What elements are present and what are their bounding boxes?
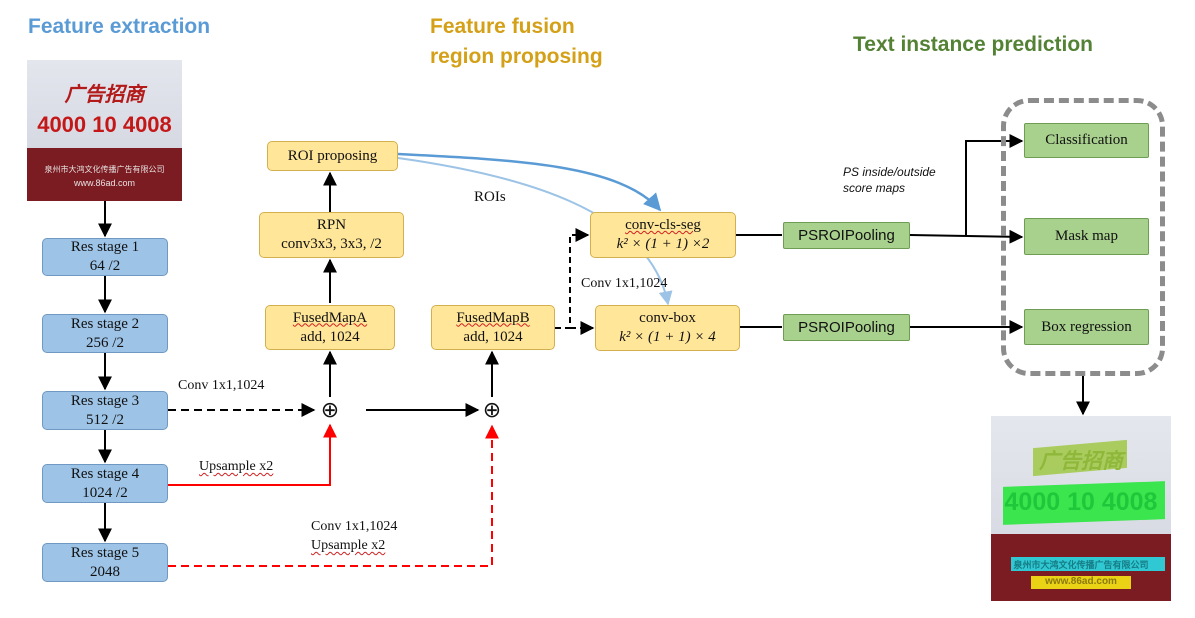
- input-image-line1: 广告招商: [64, 84, 145, 106]
- roi-proposing-box: ROI proposing: [267, 141, 398, 171]
- res-stage-2-detail: 256 /2: [86, 334, 124, 351]
- label-rois: ROIs: [474, 189, 506, 205]
- psroipooling-top-box: PSROIPooling: [783, 222, 910, 249]
- res-stage-1-name: Res stage 1: [70, 239, 140, 255]
- res-stage-1-detail: 64 /2: [89, 258, 121, 274]
- res-stage-3: Res stage 3 512 /2: [42, 391, 168, 430]
- fusedmapa-box-line1: FusedMapA: [292, 309, 368, 326]
- res-stage-4-detail: 1024 /2: [82, 484, 128, 501]
- fusedmapb-box-line2: add, 1024: [463, 328, 523, 345]
- fusedmapb-box: FusedMapB add, 1024: [431, 305, 555, 350]
- conv-box-line2: k² × (1 + 1) × 4: [619, 329, 716, 345]
- label-conv-res3: Conv 1x1,1024: [178, 378, 265, 393]
- res-stage-2: Res stage 2 256 /2: [42, 314, 168, 353]
- arrow-fusedmapb-to-conv-cls-seg: [555, 228, 590, 329]
- arrow-res4-to-oplus-a: [168, 423, 337, 486]
- res-stage-4: Res stage 4 1024 /2: [42, 464, 168, 503]
- feature-fusion-title-line1: Feature fusion: [430, 15, 575, 38]
- feature-fusion-title: Feature fusion region proposing: [430, 12, 603, 72]
- fusedmapa-box-line2: add, 1024: [300, 328, 360, 345]
- res-stage-3-detail: 512 /2: [86, 411, 124, 428]
- label-upsample-res5: Upsample x2: [311, 538, 386, 553]
- feature-extraction-title: Feature extraction: [28, 15, 211, 38]
- output-image-line1: 广告招商: [1039, 450, 1123, 473]
- conv-cls-seg-box: conv-cls-seg k² × (1 + 1) ×2: [590, 212, 736, 258]
- arrow-roi-to-conv-box: [397, 157, 673, 306]
- conv-box-box: conv-box k² × (1 + 1) × 4: [595, 305, 740, 351]
- label-conv-res5: Conv 1x1,1024: [311, 519, 398, 534]
- label-upsample-res4: Upsample x2: [199, 459, 274, 474]
- input-image: 广告招商 4000 10 4008 泉州市大鸿文化传播广告有限公司 www.86…: [27, 60, 182, 201]
- mask-map-box: Mask map: [1024, 218, 1149, 255]
- conv-cls-seg-line2: k² × (1 + 1) ×2: [616, 236, 710, 252]
- rpn-box-line1: RPN: [316, 217, 347, 233]
- res-stage-3-name: Res stage 3: [70, 392, 140, 409]
- prediction-group-frame: [1001, 98, 1165, 376]
- output-image-line3: 泉州市大鸿文化传播广告有限公司: [1013, 560, 1149, 570]
- fusedmapa-box: FusedMapA add, 1024: [265, 305, 395, 350]
- mask-overlay-line4: [1031, 576, 1131, 589]
- arrow-res5-to-oplus-b: [168, 424, 499, 567]
- rpn-box-line2: conv3x3, 3x3, /2: [281, 236, 382, 252]
- text-instance-prediction-title: Text instance prediction: [853, 33, 1093, 56]
- conv-box-line1: conv-box: [639, 310, 696, 326]
- feature-fusion-title-line2: region proposing: [430, 45, 603, 68]
- input-image-line4: www.86ad.com: [73, 178, 136, 188]
- res-stage-4-name: Res stage 4: [70, 465, 140, 482]
- oplus-a-icon: ⊕: [320, 397, 340, 423]
- box-regression-box: Box regression: [1024, 309, 1149, 345]
- classification-box: Classification: [1024, 123, 1149, 158]
- res-stage-1: Res stage 1 64 /2: [42, 238, 168, 276]
- psroipooling-bottom-box: PSROIPooling: [783, 314, 910, 341]
- rpn-box: RPN conv3x3, 3x3, /2: [259, 212, 404, 258]
- arrow-roi-to-conv-cls-seg: [397, 152, 662, 212]
- oplus-b-icon: ⊕: [482, 397, 502, 423]
- input-image-line3: 泉州市大鸿文化传播广告有限公司: [44, 165, 165, 174]
- conv-cls-seg-line1: conv-cls-seg: [625, 217, 701, 233]
- res-stage-2-name: Res stage 2: [70, 315, 140, 332]
- label-ps-maps-line1: PS inside/outside: [843, 165, 936, 179]
- label-ps-maps-line2: score maps: [843, 181, 906, 195]
- label-conv-fused-b: Conv 1x1,1024: [581, 276, 668, 291]
- input-image-line2: 4000 10 4008: [37, 112, 172, 137]
- res-stage-5-name: Res stage 5: [70, 544, 140, 561]
- output-image: 广告招商 4000 10 4008 泉州市大鸿文化传播广告有限公司 www.86…: [991, 416, 1171, 601]
- res-stage-5-detail: 2048: [90, 563, 120, 580]
- fusedmapb-box-line1: FusedMapB: [456, 309, 530, 326]
- mask-overlay-line3: [1011, 557, 1165, 571]
- res-stage-5: Res stage 5 2048: [42, 543, 168, 582]
- output-image-line4: www.86ad.com: [1045, 576, 1117, 587]
- output-image-line2: 4000 10 4008: [1004, 488, 1158, 516]
